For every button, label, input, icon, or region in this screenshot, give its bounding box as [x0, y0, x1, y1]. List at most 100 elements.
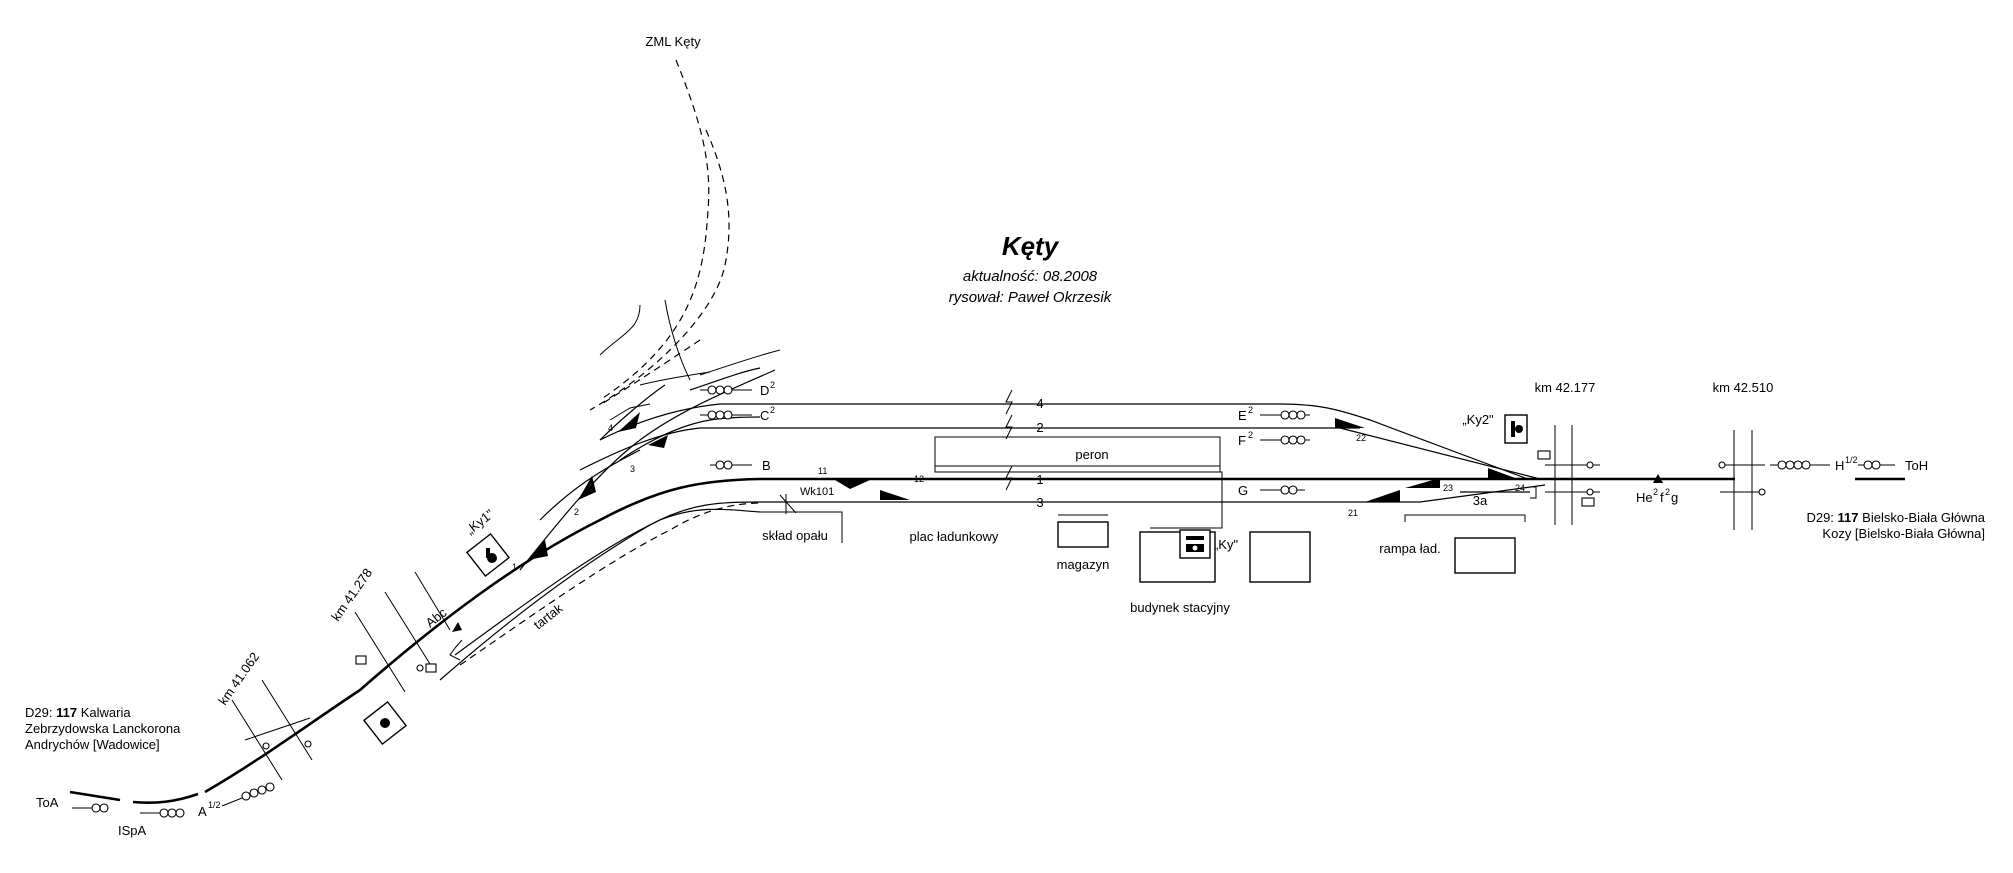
- switch-2-number: 2: [574, 507, 579, 517]
- west-line-name: Kalwaria: [81, 705, 132, 720]
- signal-g: [1260, 485, 1305, 495]
- track-4-curve: [599, 403, 760, 441]
- switch-23-mark: [1405, 478, 1440, 488]
- switch-area-line-a: [519, 369, 776, 571]
- loading-yard-label: plac ładunkowy: [910, 529, 999, 544]
- signal-box-ky1-label: „Ky1": [463, 506, 497, 537]
- sidings-north-e: [639, 371, 711, 386]
- sidings-north-c: [664, 299, 691, 381]
- sidings-north-f: [609, 403, 651, 421]
- km-42510-label: km 42.510: [1713, 380, 1774, 395]
- signal-c2: [700, 410, 752, 420]
- km-marker-42177: [1537, 425, 1600, 525]
- signal-toh: [1858, 460, 1895, 470]
- fuel-yard-siding: [760, 511, 843, 543]
- signal-b-label: B: [762, 458, 771, 473]
- east-line-description: D29: 117 Bielsko-Biała Główna Kozy [Biel…: [1806, 510, 1985, 541]
- signal-c2-sup: 2: [770, 405, 775, 415]
- magazyn-box: [1057, 521, 1109, 548]
- signal-d2-label: D: [760, 383, 769, 398]
- signal-he-f-sup: 2: [1665, 487, 1670, 497]
- track-3-east: [1419, 484, 1546, 503]
- signal-e2-sup: 2: [1248, 405, 1253, 415]
- loading-ramp-edge: [1404, 514, 1526, 522]
- switch-22-mark: [1335, 418, 1365, 428]
- switch-11-mark: [835, 480, 870, 489]
- signal-abc-label: Abc: [423, 604, 450, 630]
- signal-ispa-label: ISpA: [118, 823, 147, 838]
- overhead-mark-2: [1005, 414, 1013, 440]
- tartak-siding-dashed: [459, 502, 763, 666]
- track-3-curve: [439, 501, 761, 681]
- east-line-name-2: Kozy [Bielsko-Biała Główna]: [1822, 526, 1985, 541]
- signal-toh-label: ToH: [1905, 458, 1928, 473]
- track-3-number: 3: [1036, 495, 1043, 510]
- signal-f2-sup: 2: [1248, 430, 1253, 440]
- west-line-code: D29:: [25, 705, 52, 720]
- east-line-code: D29:: [1806, 510, 1833, 525]
- signal-box-ky2: [1504, 414, 1528, 444]
- line-west-segment-b: [132, 792, 199, 805]
- signal-a-label: A: [198, 804, 207, 819]
- west-line-description: D29: 117 Kalwaria Zebrzydowska Lanckoron…: [25, 705, 181, 752]
- track-3a-buffer: [1530, 486, 1537, 499]
- km-marker-42510: [1718, 430, 1766, 530]
- signal-h: [1770, 460, 1830, 470]
- km-marker-41062: [231, 679, 313, 781]
- branch-line-label: ZML Kęty: [645, 34, 701, 49]
- svg-text:D29: 117 Kalwaria: D29: 117 Kalwaria: [25, 705, 131, 720]
- track-2-west: [579, 427, 760, 471]
- switch-11-number: 11: [818, 466, 827, 476]
- track-4-number: 4: [1036, 396, 1043, 411]
- signal-box-ky1: [465, 532, 511, 578]
- km-41062-label: km 41.062: [215, 649, 262, 707]
- station-building-label: budynek stacyjny: [1130, 600, 1230, 615]
- loading-ramp-box: [1454, 537, 1516, 574]
- platform-ramp: [1150, 471, 1223, 529]
- signal-c2-label: C: [760, 408, 769, 423]
- signal-box-west: [362, 700, 408, 746]
- switch-12-mark: [880, 490, 910, 500]
- switch-4-number: 4: [608, 423, 613, 433]
- signal-h-sup: 1/2: [1845, 455, 1858, 465]
- sidings-north-b: [599, 304, 641, 356]
- signal-f2-label: F: [1238, 433, 1246, 448]
- track-2-number: 2: [1036, 420, 1043, 435]
- fuel-yard-label: skład opału: [762, 528, 828, 543]
- switch-23-number: 23: [1443, 483, 1453, 493]
- switch-3-number: 3: [630, 464, 635, 474]
- sidings-north-d: [699, 349, 781, 376]
- switch-21-mark: [1365, 490, 1400, 502]
- switch-3-mark: [648, 435, 668, 448]
- track-3a-number: 3a: [1473, 493, 1488, 508]
- signal-a: [221, 782, 275, 807]
- line-west-segment-a: [69, 790, 121, 802]
- station-title: Kęty: [1002, 231, 1060, 261]
- overhead-mark-1: [1005, 465, 1013, 491]
- signal-wk101: [779, 494, 797, 514]
- station-building-annex: [1249, 531, 1311, 583]
- west-line-name-2: Zebrzydowska Lanckorona: [25, 721, 181, 736]
- track-4-east: [1279, 403, 1526, 479]
- signal-d2: [700, 385, 752, 395]
- east-line-name: Bielsko-Biała Główna: [1862, 510, 1986, 525]
- signal-box-ky2-label: „Ky2": [1462, 412, 1494, 427]
- signal-ispa: [140, 808, 185, 818]
- track-2-curve: [619, 416, 761, 461]
- tartak-siding: [454, 508, 761, 656]
- signal-g-label: G: [1238, 483, 1248, 498]
- switch-2-mark: [578, 476, 596, 500]
- km-marker-41278: [354, 571, 451, 693]
- switch-1-mark: [528, 540, 548, 560]
- sawmill-label: tartak: [531, 600, 566, 632]
- svg-text:D29: 117 Bielsko-Biała Główna: D29: 117 Bielsko-Biała Główna: [1806, 510, 1985, 525]
- tartak-buffer: [449, 639, 463, 661]
- switch-24-number: 24: [1515, 483, 1525, 493]
- magazyn-label: magazyn: [1057, 557, 1110, 572]
- track-1-number: 1: [1036, 472, 1043, 487]
- signal-d2-sup: 2: [770, 380, 775, 390]
- signal-f2: [1260, 435, 1310, 445]
- km-42177-label: km 42.177: [1535, 380, 1596, 395]
- switch-1-number: 1: [512, 562, 517, 572]
- signal-h-label: H: [1835, 458, 1844, 473]
